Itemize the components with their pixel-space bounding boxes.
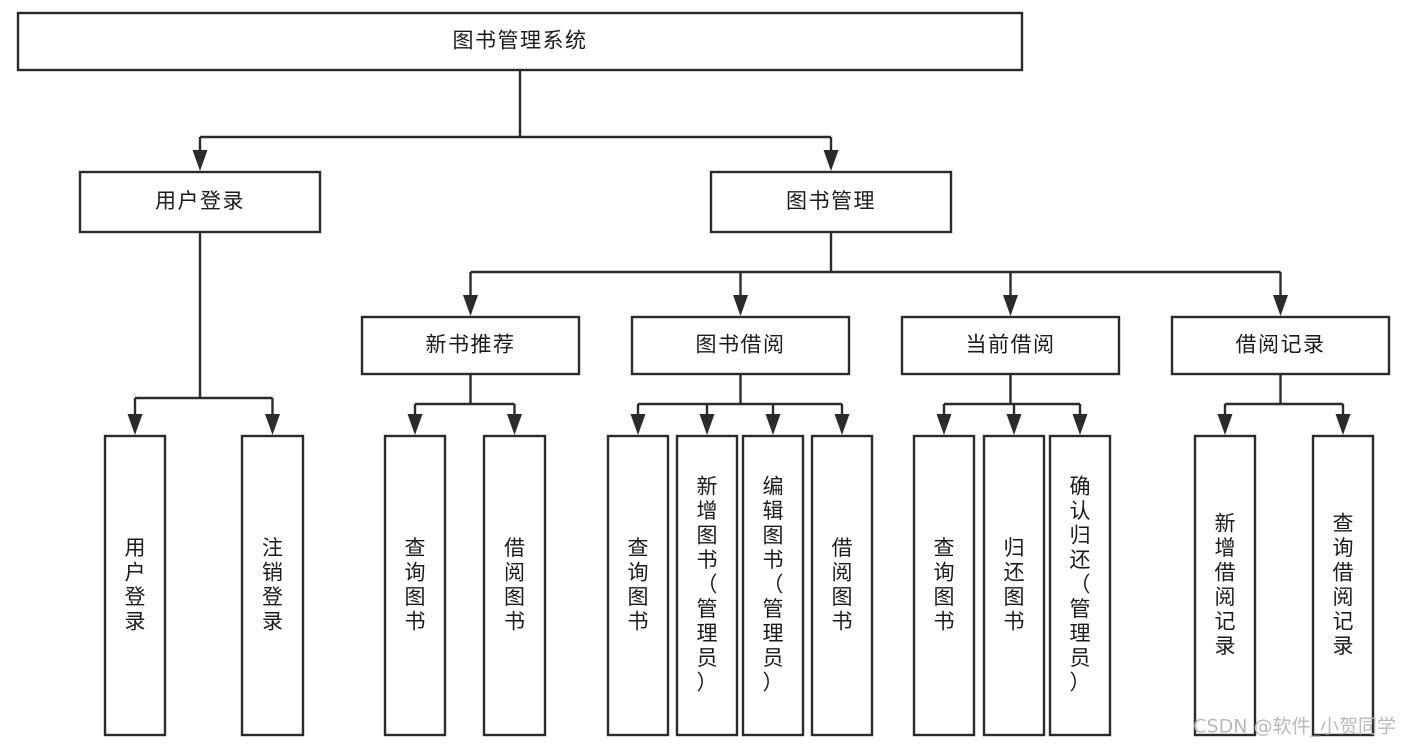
node-box — [360, 315, 581, 376]
node-leaf_4[interactable]: 查询图书 — [606, 434, 670, 737]
connector-group — [936, 374, 1088, 435]
node-box — [240, 434, 305, 737]
node-layer: 图书管理系统用户登录图书管理新书推荐图书借阅当前借阅借阅记录用户登录注销登录查询… — [16, 11, 1391, 737]
node-label: 当前借阅 — [966, 333, 1056, 357]
node-box — [709, 170, 953, 234]
node-l3_2[interactable]: 当前借阅 — [900, 315, 1121, 376]
node-box — [741, 434, 805, 737]
node-label: 归还图书 — [1004, 536, 1025, 634]
connector-group — [1217, 374, 1351, 435]
connector-group — [630, 374, 850, 435]
node-label: 图书管理系统 — [453, 29, 588, 53]
node-leaf_1[interactable]: 注销登录 — [240, 434, 305, 737]
node-label: 查询借阅记录 — [1333, 511, 1354, 658]
node-l2_1[interactable]: 图书管理 — [709, 170, 953, 234]
node-leaf_7[interactable]: 借阅图书 — [810, 434, 874, 737]
node-box — [900, 315, 1121, 376]
connector-group — [127, 232, 280, 435]
node-label: 注销登录 — [262, 536, 283, 634]
node-leaf_9[interactable]: 归还图书 — [982, 434, 1046, 737]
connector-group — [192, 70, 839, 171]
node-box — [16, 11, 1024, 72]
node-box — [1311, 434, 1375, 737]
node-leaf_11[interactable]: 新增借阅记录 — [1193, 434, 1257, 737]
node-label: 图书管理 — [786, 189, 876, 213]
edge-layer — [127, 70, 1351, 435]
node-l3_0[interactable]: 新书推荐 — [360, 315, 581, 376]
node-leaf_2[interactable]: 查询图书 — [383, 434, 447, 737]
node-leaf_6[interactable]: 编辑图书（管理员） — [741, 434, 805, 737]
node-label: 查询图书 — [405, 536, 426, 634]
node-label: 编辑图书（管理员） — [763, 475, 784, 695]
node-label: 图书借阅 — [696, 333, 786, 357]
node-box — [1193, 434, 1257, 737]
node-box — [912, 434, 976, 737]
node-box — [103, 434, 167, 737]
node-label: 借阅图书 — [832, 536, 853, 634]
node-box — [1048, 434, 1112, 737]
node-label: 确认归还（管理员） — [1070, 475, 1091, 695]
node-leaf_0[interactable]: 用户登录 — [103, 434, 167, 737]
node-label: 查询图书 — [628, 536, 649, 634]
node-box — [606, 434, 670, 737]
node-label: 新书推荐 — [426, 333, 516, 357]
node-box — [383, 434, 447, 737]
node-box — [482, 434, 547, 737]
node-label: 新增图书（管理员） — [697, 475, 718, 695]
node-leaf_8[interactable]: 查询图书 — [912, 434, 976, 737]
node-label: 用户登录 — [155, 189, 245, 213]
node-leaf_3[interactable]: 借阅图书 — [482, 434, 547, 737]
node-box — [1170, 315, 1391, 376]
node-box — [675, 434, 739, 737]
node-label: 查询图书 — [934, 536, 955, 634]
node-label: 用户登录 — [125, 536, 146, 634]
node-leaf_12[interactable]: 查询借阅记录 — [1311, 434, 1375, 737]
node-leaf_10[interactable]: 确认归还（管理员） — [1048, 434, 1112, 737]
node-label: 借阅图书 — [504, 536, 525, 634]
node-l2_0[interactable]: 用户登录 — [78, 170, 322, 234]
node-box — [630, 315, 851, 376]
node-box — [810, 434, 874, 737]
node-box — [78, 170, 322, 234]
node-l3_1[interactable]: 图书借阅 — [630, 315, 851, 376]
node-box — [982, 434, 1046, 737]
node-l3_3[interactable]: 借阅记录 — [1170, 315, 1391, 376]
csdn-watermark: CSDN @软件_小贺同学 — [1193, 716, 1396, 738]
connector-group — [407, 374, 522, 435]
node-label: 新增借阅记录 — [1215, 511, 1236, 658]
connector-group — [463, 232, 1288, 316]
node-root[interactable]: 图书管理系统 — [16, 11, 1024, 72]
node-label: 借阅记录 — [1236, 333, 1326, 357]
node-leaf_5[interactable]: 新增图书（管理员） — [675, 434, 739, 737]
